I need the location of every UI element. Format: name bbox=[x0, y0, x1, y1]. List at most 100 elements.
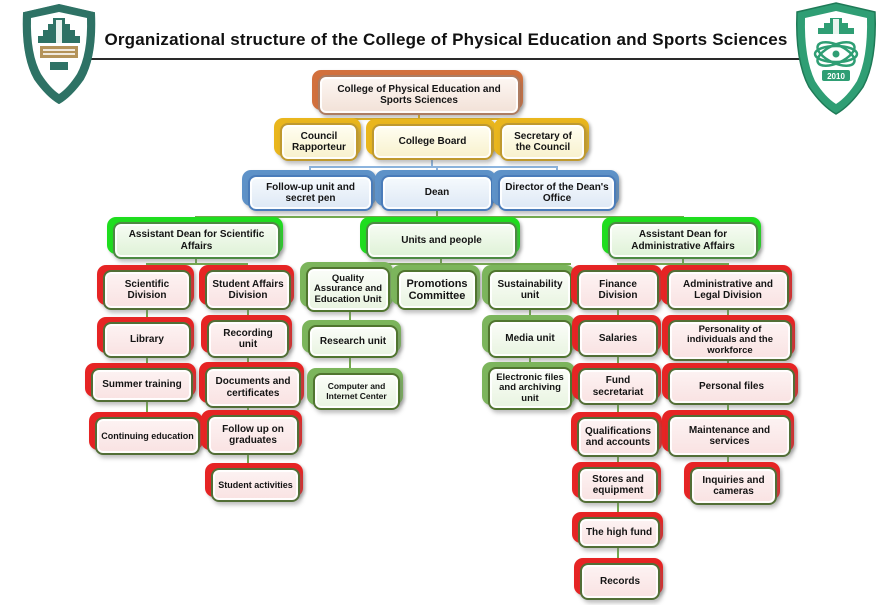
org-node-computerInternetCenter: Computer and Internet Center bbox=[307, 368, 403, 410]
logo-year-text: 2010 bbox=[827, 72, 845, 81]
node-label: Finance Division bbox=[577, 270, 659, 310]
org-node-asstScientific: Assistant Dean for Scientific Affairs bbox=[107, 217, 283, 259]
org-node-mediaUnit: Media unit bbox=[482, 315, 575, 358]
org-node-storesEquipment: Stores and equipment bbox=[572, 462, 661, 503]
connector-line bbox=[617, 405, 619, 418]
org-node-secretaryCouncil: Secretary of the Council bbox=[494, 118, 589, 161]
connector-line bbox=[440, 259, 442, 263]
node-label: Units and people bbox=[366, 222, 517, 259]
org-node-studentActivities: Student activities bbox=[205, 463, 303, 502]
org-node-salaries: Salaries bbox=[572, 315, 661, 357]
org-node-summerTraining: Summer training bbox=[85, 363, 196, 402]
org-node-highFund: The high fund bbox=[572, 512, 663, 548]
connector-line bbox=[347, 263, 571, 265]
connector-line bbox=[146, 263, 248, 265]
connector-line bbox=[349, 312, 351, 326]
connector-line bbox=[431, 160, 433, 166]
org-node-collegeBoard: College Board bbox=[366, 119, 496, 160]
node-label: College Board bbox=[372, 124, 493, 160]
node-label: Documents and certificates bbox=[205, 367, 301, 408]
node-label: Director of the Dean's Office bbox=[498, 175, 616, 211]
org-node-maintenanceServices: Maintenance and services bbox=[662, 410, 794, 457]
connector-line bbox=[146, 310, 148, 323]
org-node-sustainabilityUnit: Sustainability unit bbox=[482, 265, 575, 310]
org-node-dean: Dean bbox=[375, 170, 496, 211]
org-node-recordingUnit: Recording unit bbox=[201, 315, 292, 358]
node-label: Personal files bbox=[668, 368, 795, 405]
org-node-promotionsCommittee: Promotions Committee bbox=[391, 265, 480, 310]
org-node-inquiriesCameras: Inquiries and cameras bbox=[684, 462, 780, 505]
org-node-personalityWorkforce: Personality of individuals and the workf… bbox=[662, 315, 795, 361]
node-label: Fund secretariat bbox=[578, 368, 658, 405]
org-node-studentAffairsDivision: Student Affairs Division bbox=[199, 265, 294, 310]
node-label: Follow up on graduates bbox=[207, 415, 299, 455]
node-label: Computer and Internet Center bbox=[313, 373, 400, 410]
connector-line bbox=[617, 503, 619, 518]
node-label: Summer training bbox=[91, 368, 193, 402]
org-node-councilRapporteur: Council Rapporteur bbox=[274, 118, 361, 161]
org-node-qualificationsAccounts: Qualifications and accounts bbox=[571, 412, 662, 457]
org-node-fundSecretariat: Fund secretariat bbox=[572, 363, 661, 405]
org-node-scientificDivision: Scientific Division bbox=[97, 265, 194, 310]
left-university-logo-icon bbox=[22, 4, 96, 104]
org-node-financeDivision: Finance Division bbox=[571, 265, 662, 310]
org-node-records: Records bbox=[574, 558, 663, 600]
org-node-directorOffice: Director of the Dean's Office bbox=[492, 170, 619, 211]
connector-line bbox=[617, 548, 619, 564]
connector-line bbox=[309, 166, 558, 168]
node-label: Promotions Committee bbox=[397, 270, 477, 310]
node-label: Electronic files and archiving unit bbox=[488, 367, 572, 410]
org-node-root: College of Physical Education and Sports… bbox=[312, 70, 523, 115]
node-label: Continuing education bbox=[95, 417, 200, 455]
org-node-library: Library bbox=[97, 317, 194, 358]
node-label: Sustainability unit bbox=[488, 270, 572, 310]
connector-line bbox=[349, 358, 351, 374]
node-label: Dean bbox=[381, 175, 493, 211]
node-label: Salaries bbox=[578, 320, 658, 357]
node-label: Quality Assurance and Education Unit bbox=[306, 267, 390, 312]
connector-line bbox=[436, 211, 438, 216]
node-label: Media unit bbox=[488, 320, 572, 358]
node-label: Recording unit bbox=[207, 320, 289, 358]
org-node-continuingEducation: Continuing education bbox=[89, 412, 203, 455]
node-label: Maintenance and services bbox=[668, 415, 791, 457]
node-label: Follow-up unit and secret pen bbox=[248, 175, 373, 211]
org-node-asstAdmin: Assistant Dean for Administrative Affair… bbox=[602, 217, 761, 259]
connector-line bbox=[418, 115, 420, 119]
node-label: Administrative and Legal Division bbox=[667, 270, 789, 310]
node-label: The high fund bbox=[578, 517, 660, 548]
org-node-unitsPeople: Units and people bbox=[360, 217, 520, 259]
connector-line bbox=[247, 455, 249, 469]
node-label: Library bbox=[103, 322, 191, 358]
node-label: Research unit bbox=[308, 325, 398, 358]
node-label: Personality of individuals and the workf… bbox=[668, 320, 792, 361]
node-label: Records bbox=[580, 563, 660, 600]
node-label: Council Rapporteur bbox=[280, 123, 358, 161]
org-node-personalFiles: Personal files bbox=[662, 363, 798, 405]
node-label: College of Physical Education and Sports… bbox=[318, 75, 520, 115]
connector-line bbox=[195, 259, 197, 263]
node-label: Secretary of the Council bbox=[500, 123, 586, 161]
connector-line bbox=[682, 259, 684, 263]
title-underline bbox=[57, 58, 839, 60]
node-label: Student activities bbox=[211, 468, 300, 502]
node-label: Qualifications and accounts bbox=[577, 417, 659, 457]
connector-line bbox=[617, 263, 729, 265]
node-label: Assistant Dean for Administrative Affair… bbox=[608, 222, 758, 259]
org-node-researchUnit: Research unit bbox=[302, 320, 401, 358]
node-label: Student Affairs Division bbox=[205, 270, 291, 310]
org-node-followupGraduates: Follow up on graduates bbox=[201, 410, 302, 455]
node-label: Assistant Dean for Scientific Affairs bbox=[113, 222, 280, 259]
org-node-followupUnit: Follow-up unit and secret pen bbox=[242, 170, 376, 211]
node-label: Stores and equipment bbox=[578, 467, 658, 503]
org-node-electronicFiles: Electronic files and archiving unit bbox=[482, 362, 575, 410]
right-university-logo-icon: 2010 bbox=[796, 2, 876, 115]
connector-line bbox=[146, 402, 148, 418]
page-title: Organizational structure of the College … bbox=[104, 30, 788, 49]
org-node-documentsCertificates: Documents and certificates bbox=[199, 362, 304, 408]
org-node-adminLegalDivision: Administrative and Legal Division bbox=[661, 265, 792, 310]
node-label: Scientific Division bbox=[103, 270, 191, 310]
node-label: Inquiries and cameras bbox=[690, 467, 777, 505]
